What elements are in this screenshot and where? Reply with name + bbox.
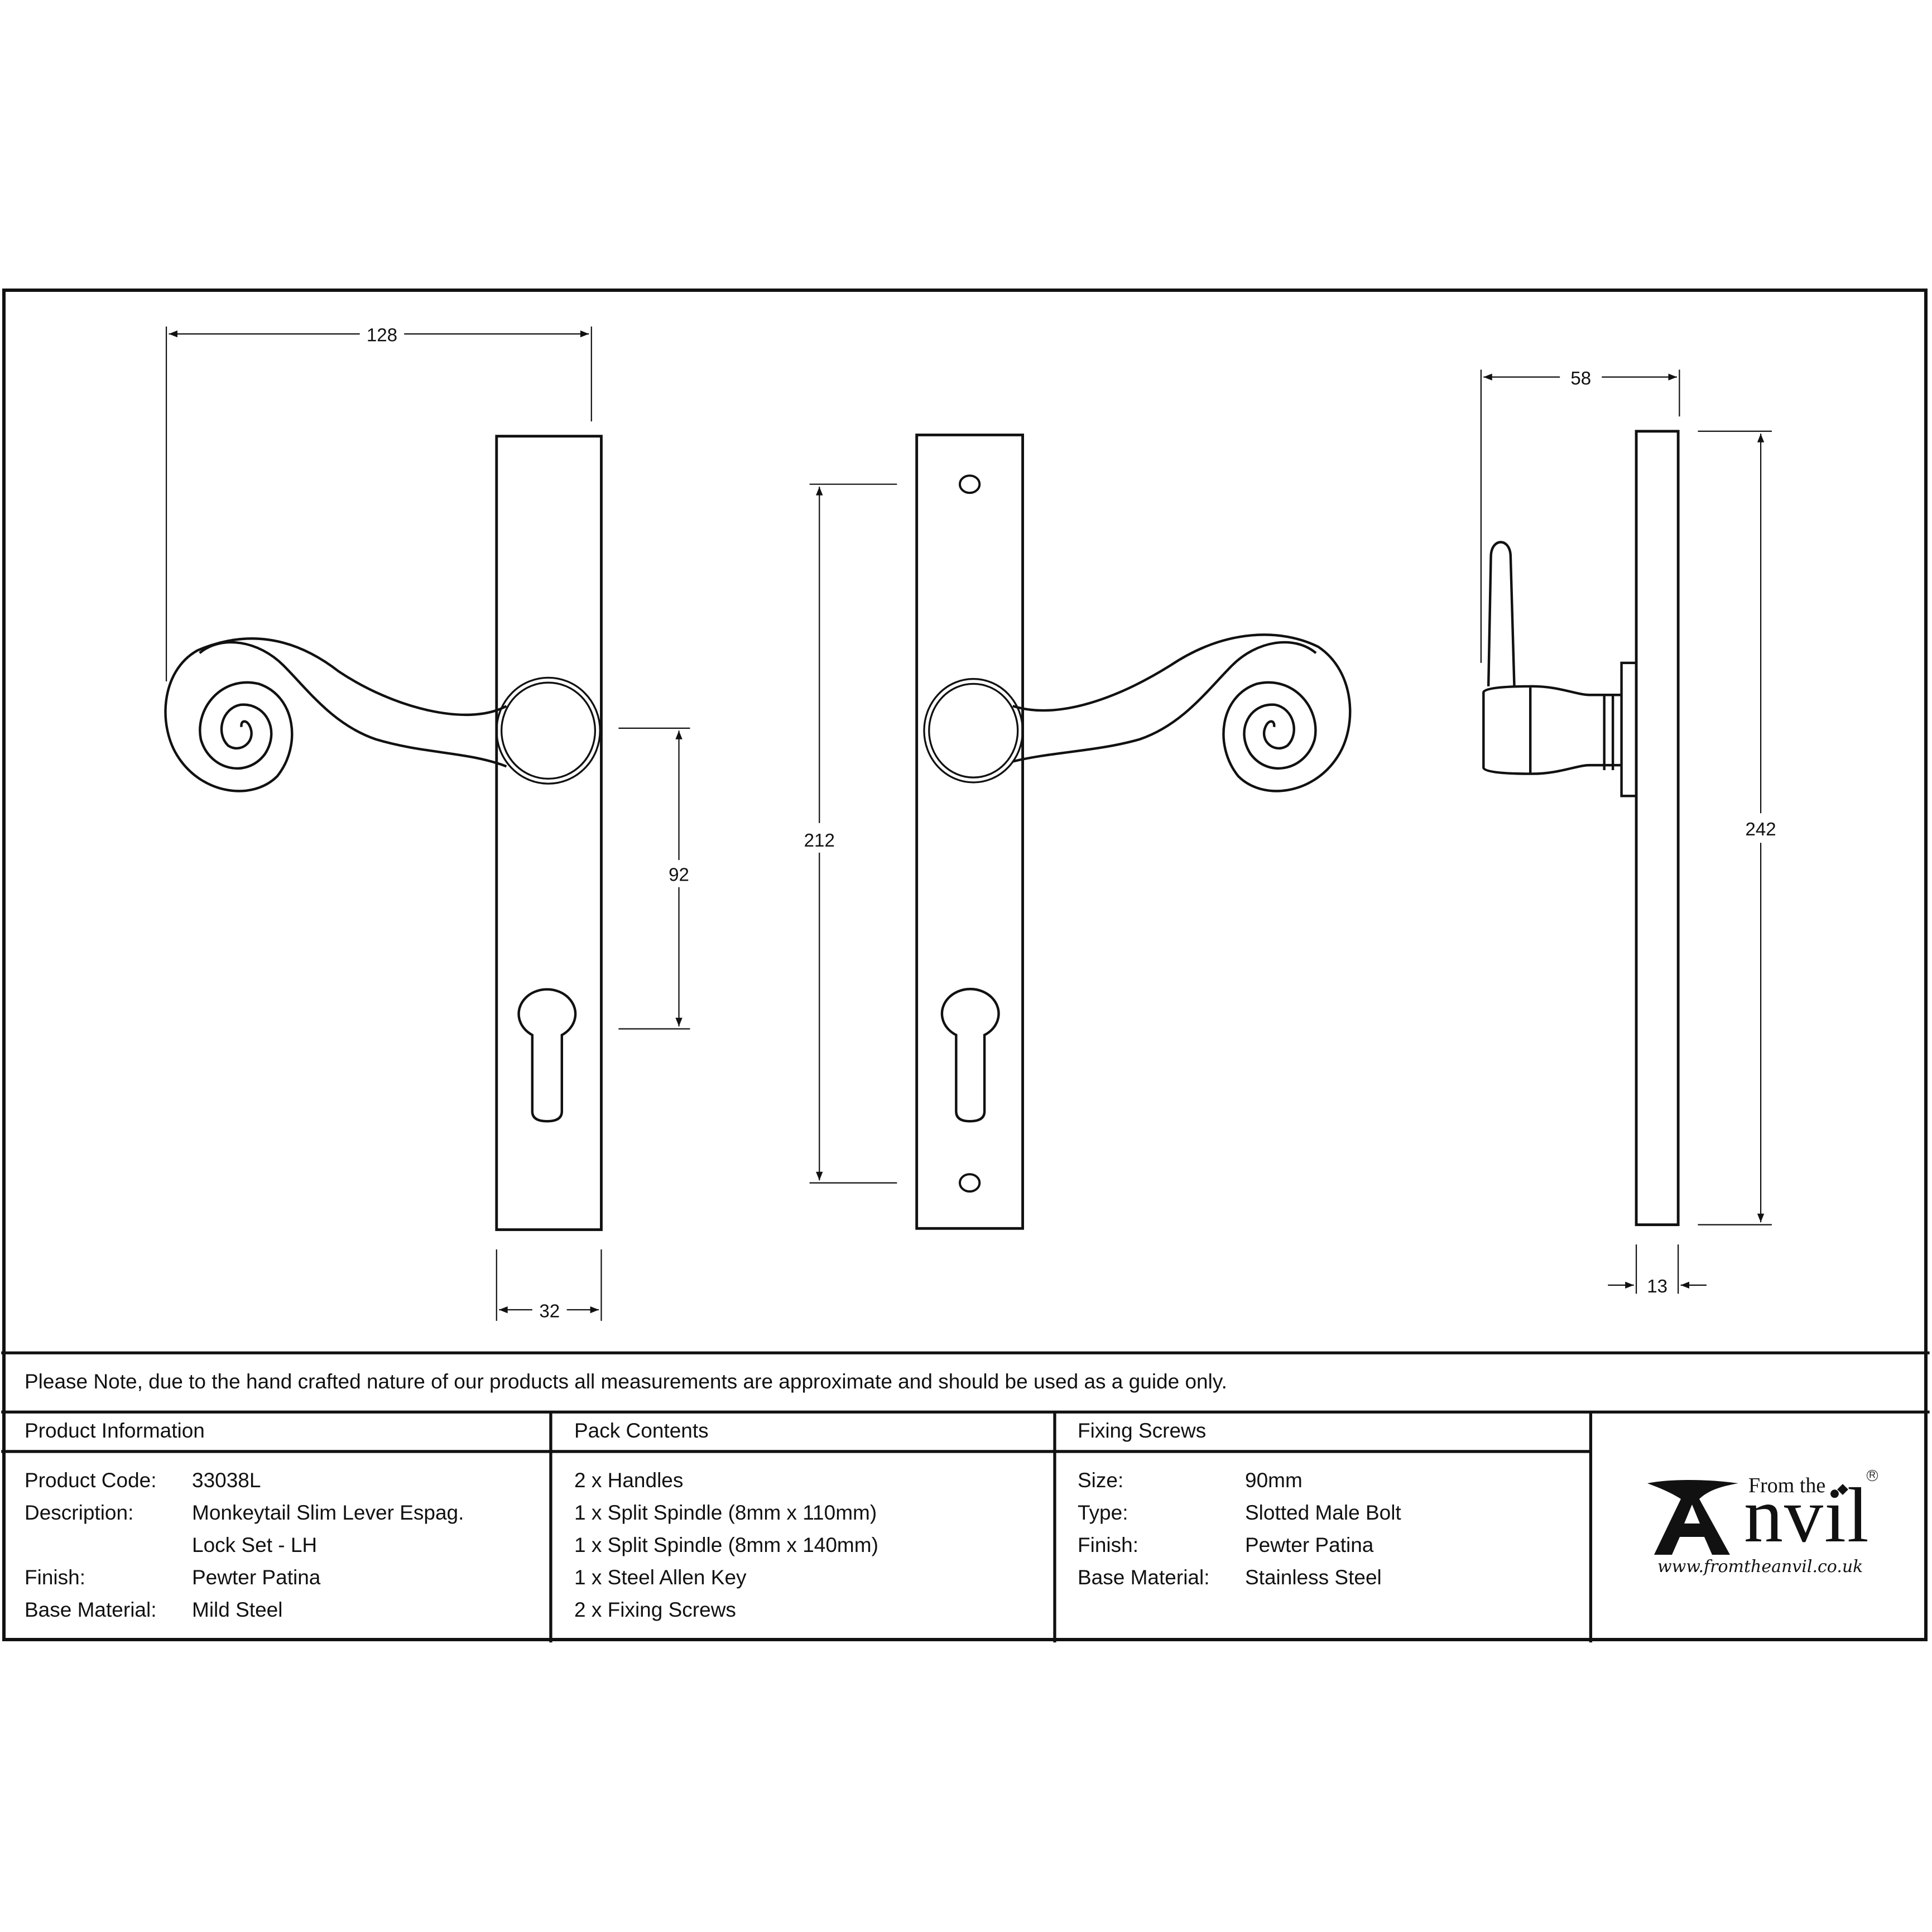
side-view <box>1482 430 1680 1227</box>
measurement-note: Please Note, due to the hand crafted nat… <box>25 1370 1227 1393</box>
lever-tip <box>1487 541 1516 686</box>
anvil-icon <box>1647 1480 1738 1555</box>
registered-mark: R <box>1867 1470 1878 1481</box>
pack-item: 1 x Split Spindle (8mm x 140mm) <box>574 1534 878 1556</box>
dimensions-left <box>165 326 690 1321</box>
screw-finish-value: Pewter Patina <box>1245 1534 1374 1556</box>
screw-size-value: 90mm <box>1245 1469 1303 1492</box>
description-value-cont: Lock Set - LH <box>192 1534 318 1556</box>
base-material-label: Base Material: <box>25 1598 157 1621</box>
dimensions-side <box>1480 369 1772 1294</box>
fixing-screws-heading: Fixing Screws <box>1078 1419 1207 1442</box>
front-view-left <box>164 435 603 1231</box>
screw-material-label: Base Material: <box>1078 1566 1210 1589</box>
lever-side-profile <box>1482 685 1622 775</box>
pack-item: 2 x Fixing Screws <box>574 1598 736 1621</box>
backplate-left <box>495 435 603 1231</box>
logo-url: www.fromtheanvil.co.uk <box>1657 1557 1863 1577</box>
drawing-frame <box>2 289 1928 1641</box>
screw-finish-label: Finish: <box>1078 1534 1138 1556</box>
fixing-hole-bottom <box>958 1173 981 1193</box>
dim-plate-height: 242 <box>1745 819 1776 840</box>
finish-value: Pewter Patina <box>192 1566 321 1589</box>
from-the-anvil-logo: From the nvil R www.fromtheanvil.co.uk <box>1646 1470 1881 1585</box>
finish-label: Finish: <box>25 1566 85 1589</box>
pack-item: 1 x Split Spindle (8mm x 110mm) <box>574 1501 877 1524</box>
monkeytail-lever-left <box>164 637 507 792</box>
euro-cylinder-keyhole-left <box>517 988 577 1123</box>
backplate-side <box>1635 430 1680 1227</box>
table-grid <box>1 1351 1930 1643</box>
euro-cylinder-keyhole-center <box>940 988 1000 1123</box>
description-label: Description: <box>25 1501 134 1524</box>
pack-item: 1 x Steel Allen Key <box>574 1566 747 1589</box>
pack-contents-heading: Pack Contents <box>574 1419 709 1442</box>
product-information-heading: Product Information <box>25 1419 205 1442</box>
screw-type-label: Type: <box>1078 1501 1128 1524</box>
dim-lever-to-keyhole: 92 <box>669 865 689 886</box>
fixing-hole-top <box>958 474 981 494</box>
monkeytail-lever-center <box>1012 633 1352 792</box>
dim-plate-width: 32 <box>539 1301 560 1321</box>
product-code-label: Product Code: <box>25 1469 157 1492</box>
screw-type-value: Slotted Male Bolt <box>1245 1501 1401 1524</box>
front-view-center <box>915 433 1352 1230</box>
dim-projection: 58 <box>1570 368 1591 389</box>
logo-from-the: From the <box>1748 1474 1826 1497</box>
screw-material-value: Stainless Steel <box>1245 1566 1382 1589</box>
description-value: Monkeytail Slim Lever Espag. <box>192 1501 464 1524</box>
dim-overall-width: 128 <box>367 325 397 346</box>
product-code-value: 33038L <box>192 1469 261 1492</box>
dim-fixing-centres: 212 <box>804 830 835 851</box>
dimensions-center <box>809 483 897 1184</box>
screw-size-label: Size: <box>1078 1469 1124 1492</box>
backplate-center <box>915 433 1024 1230</box>
pack-item: 2 x Handles <box>574 1469 684 1492</box>
dim-plate-thickness: 13 <box>1647 1276 1667 1297</box>
base-material-value: Mild Steel <box>192 1598 283 1621</box>
logo-anvil-word: nvil <box>1744 1472 1870 1559</box>
